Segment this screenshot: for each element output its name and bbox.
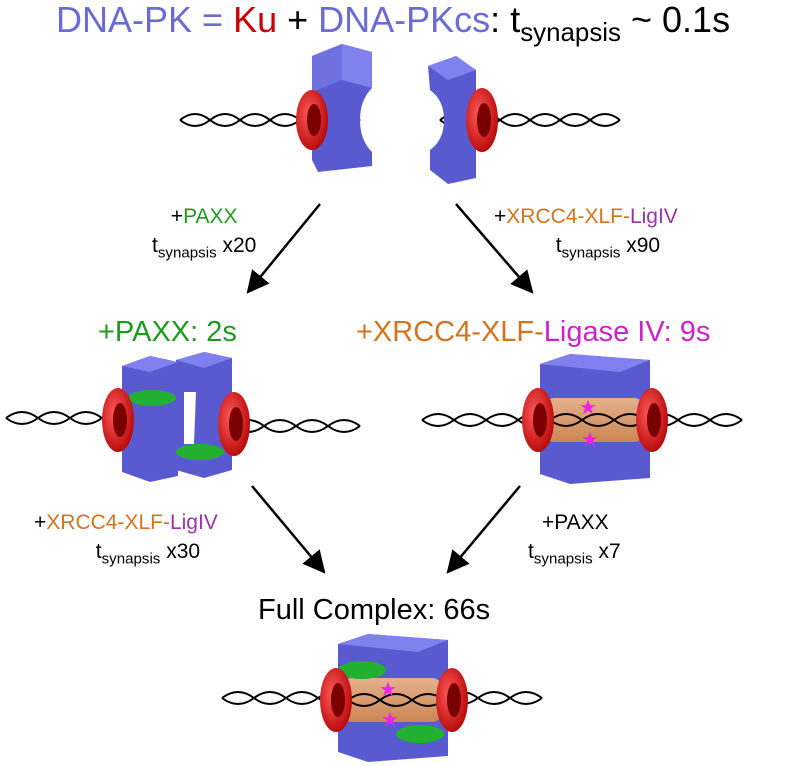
paxx-icon [128,390,176,406]
right-arrow-ligase: LigIV [629,205,678,228]
title-plus: + [277,0,319,40]
title-dnapkcs: DNA-PKcs [318,0,491,40]
title-ku: Ku [233,0,278,40]
right-stage-ligase: Ligase IV: 9s [543,316,711,348]
right-arrow-label: +XRCC4-XLF-LigIV tsynapsis x90 [494,205,678,260]
lower-right-mult: x7 [592,540,621,563]
arrow-paxx-to-full [251,485,326,574]
dna-pk-separated [179,44,621,184]
ligase-star-icon: ★ [379,679,397,701]
left-arrow-plus: + [170,205,184,228]
lower-left-sub: synapsis [101,550,161,568]
lower-right-factor: +PAXX [541,511,609,534]
title-colon: : [490,0,511,40]
paxx-icon [396,725,444,743]
lower-left-mult: x30 [160,540,201,563]
left-arrow-label: +PAXX tsynapsis x20 [152,205,257,260]
dna-pkcs-block-icon [122,356,178,482]
arrow-to-paxx [246,203,321,294]
paxx-icon [338,661,386,679]
dna-pkcs-block-icon [428,56,476,184]
final-stage-title: Full Complex: 66s [258,594,491,626]
title-sub: synapsis [520,19,621,48]
full-complex: ★ ★ [221,634,543,762]
xrcc4-complex: ★ ★ [421,354,743,484]
left-arrow-sub: synapsis [157,244,217,262]
lower-left-label: +XRCC4-XLF-LigIV tsynapsis x30 [34,511,218,566]
title-equals: = [192,0,234,40]
lower-left-plus: + [34,511,47,534]
title-t: t [510,0,521,40]
arrow-to-xrcc4 [455,203,534,294]
right-arrow-factor: XRCC4-XLF- [506,205,630,228]
lower-right-sub: synapsis [533,550,593,568]
lower-left-t: t [95,540,102,563]
right-stage-title: +XRCC4-XLF-Ligase IV: 9s [356,318,710,347]
xrcc4-xlf-cylinder-icon [544,398,644,442]
right-arrow-t: t [555,234,562,257]
ligase-star-icon: ★ [381,709,399,731]
ligase-star-icon: ★ [579,397,597,419]
left-arrow-t: t [152,234,158,257]
title-value: ~ 0.1s [621,0,731,40]
left-arrow-factor: PAXX [183,205,238,228]
paxx-icon [176,444,224,460]
lower-right-t: t [528,540,534,563]
lower-left-factor: XRCC4-XLF- [46,511,170,534]
diagram-title: DNA-PK = Ku + DNA-PKcs: tsynapsis ~ 0.1s [56,0,731,47]
left-arrow-mult: x20 [216,234,257,257]
xrcc4-xlf-cylinder-icon [342,678,442,722]
right-arrow-sub: synapsis [561,244,621,262]
right-arrow-mult: x90 [620,234,661,257]
paxx-complex [5,352,361,482]
left-stage-title: +PAXX: 2s [98,316,237,348]
right-stage-prefix: +XRCC4-XLF- [356,316,544,348]
dna-pkcs-block-icon [312,44,372,172]
arrow-xrcc4-to-full [446,485,521,574]
right-arrow-plus: + [494,205,507,228]
lower-right-label: +PAXX tsynapsis x7 [528,511,621,566]
lower-left-ligase: LigIV [169,511,218,534]
ligase-star-icon: ★ [581,429,599,451]
title-dnapk: DNA-PK [56,0,193,40]
